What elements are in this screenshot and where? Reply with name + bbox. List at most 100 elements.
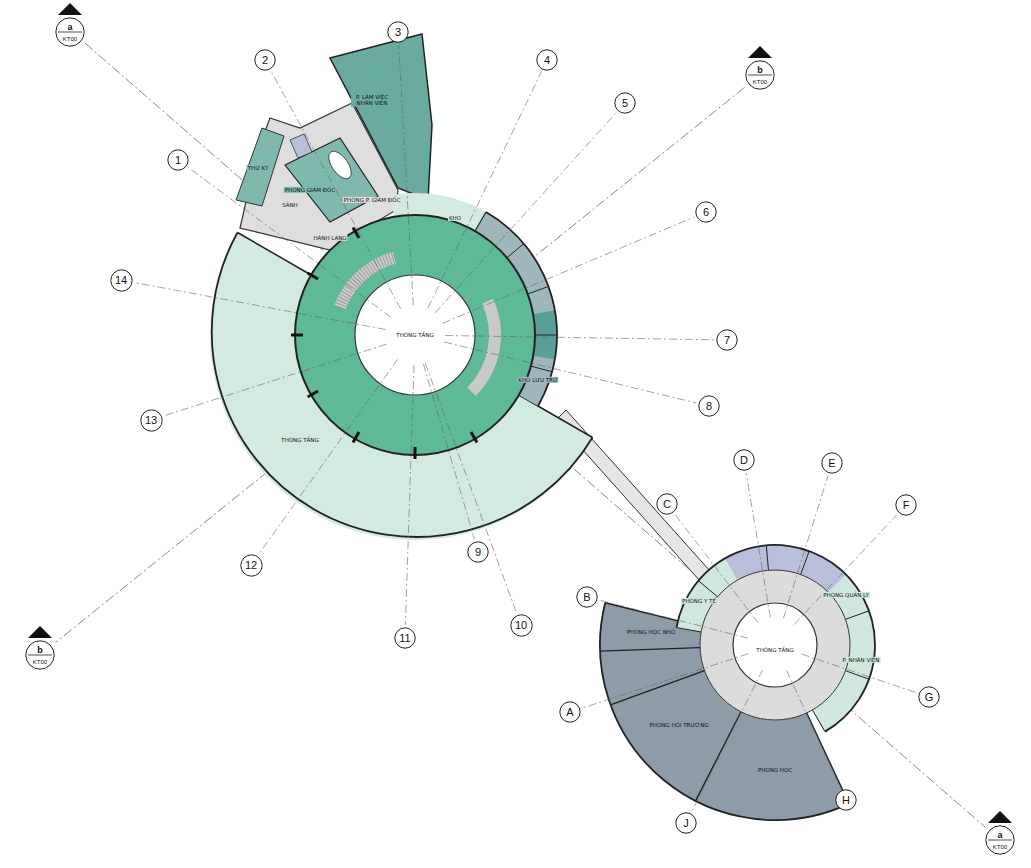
callout-number: 9 bbox=[475, 547, 481, 558]
grid-bubble: F bbox=[895, 494, 917, 516]
room-label-anchor: PHÒNG HỘI TRƯỜNG bbox=[648, 722, 709, 728]
grid-bubble: 14 bbox=[110, 269, 133, 292]
sheet-number: KT00 bbox=[63, 36, 77, 42]
outline bbox=[537, 50, 557, 70]
room-label-anchor: SẢNH bbox=[281, 202, 299, 208]
callout-number: 5 bbox=[622, 98, 628, 109]
grid-bubble: J bbox=[675, 812, 697, 834]
marker-divider bbox=[988, 840, 1012, 841]
grid-bubble: 6 bbox=[695, 201, 717, 223]
callout-number: D bbox=[740, 455, 748, 466]
room-label-anchor: THƯ KÝ bbox=[247, 165, 270, 171]
outline bbox=[699, 396, 719, 416]
section-letter: b bbox=[757, 66, 763, 75]
outline bbox=[696, 202, 716, 222]
outline bbox=[56, 18, 84, 46]
callout-number: 4 bbox=[544, 55, 550, 66]
room-label-anchor: THÔNG TẦNG bbox=[395, 332, 434, 338]
callout-number: 2 bbox=[262, 55, 268, 66]
room-label: THÔNG TẦNG bbox=[280, 437, 319, 443]
outline bbox=[388, 22, 408, 42]
section-marker: bKT00 bbox=[745, 60, 775, 90]
outline bbox=[986, 826, 1014, 854]
room-label: PHÒNG HỌC NHỎ bbox=[626, 629, 677, 635]
grid-bubble: 13 bbox=[140, 409, 163, 432]
callout-number: A bbox=[566, 707, 573, 718]
room-label: PHÒNG HỘI TRƯỜNG bbox=[648, 722, 709, 728]
room-label: PHÒNG Y TẾ bbox=[681, 598, 717, 604]
sheet-number: KT00 bbox=[993, 844, 1007, 850]
callout-number: 12 bbox=[245, 560, 257, 571]
room-label-anchor: PHÒNG GIÁM ĐỐC bbox=[284, 187, 336, 193]
room-label: P. LÀM VIỆC NHÂN VIÊN bbox=[351, 94, 393, 107]
grid-bubble: B bbox=[576, 586, 598, 608]
grid-bubble: 2 bbox=[254, 49, 276, 71]
grid-bubble: 4 bbox=[536, 49, 558, 71]
callout-number: 6 bbox=[703, 207, 709, 218]
room-label: PHÒNG P. GIÁM ĐỐC bbox=[343, 197, 401, 203]
section-marker: aKT00 bbox=[55, 17, 85, 47]
room-label-anchor: PHÒNG HỌC bbox=[757, 767, 793, 773]
marker-circle bbox=[985, 825, 1015, 855]
grid-bubble: 7 bbox=[716, 329, 738, 351]
callout-number: 8 bbox=[706, 401, 712, 412]
callout-number: F bbox=[903, 500, 910, 511]
section-marker: bKT00 bbox=[25, 640, 55, 670]
grid-bubble: E bbox=[821, 452, 843, 474]
outline bbox=[822, 453, 842, 473]
grid-bubble: 10 bbox=[510, 614, 533, 637]
grid-bubble: D bbox=[733, 449, 755, 471]
outline bbox=[510, 614, 531, 635]
grid-bubble: A bbox=[559, 701, 581, 723]
grid-bubble: 11 bbox=[394, 627, 416, 649]
section-marker: aKT00 bbox=[985, 825, 1015, 855]
room-label: PHÒNG HỌC bbox=[757, 767, 793, 773]
marker-circle bbox=[25, 640, 55, 670]
room-label: THƯ KÝ bbox=[247, 165, 270, 171]
callout-number: H bbox=[842, 795, 850, 806]
marker-divider bbox=[28, 655, 52, 656]
sheet-number: KT00 bbox=[753, 79, 767, 85]
room-label: KHO LƯU TRỮ bbox=[517, 377, 558, 383]
outline bbox=[615, 93, 635, 113]
outline bbox=[734, 450, 754, 470]
callout-number: 3 bbox=[395, 27, 401, 38]
outline bbox=[26, 641, 54, 669]
room-label: THÔNG TẦNG bbox=[395, 332, 434, 338]
marker-circle bbox=[745, 60, 775, 90]
callout-number: B bbox=[583, 592, 590, 603]
grid-bubble: 9 bbox=[467, 541, 489, 563]
outline bbox=[560, 702, 580, 722]
grid-bubble: C bbox=[656, 493, 678, 515]
callout-number: 1 bbox=[175, 155, 181, 166]
outline bbox=[896, 495, 916, 515]
outline bbox=[577, 587, 597, 607]
room-label-anchor: P. NHÂN VIÊN bbox=[842, 657, 881, 663]
section-letter: a bbox=[67, 23, 72, 32]
grid-bubble: 5 bbox=[614, 92, 636, 114]
grid-bubble: 3 bbox=[387, 21, 409, 43]
grid-bubble: 8 bbox=[698, 395, 720, 417]
outline bbox=[468, 542, 488, 562]
outline bbox=[746, 61, 774, 89]
outline bbox=[919, 687, 939, 707]
outline bbox=[676, 813, 696, 833]
callout-number: 11 bbox=[399, 633, 410, 644]
room-label-anchor: PHÒNG P. GIÁM ĐỐC bbox=[343, 197, 401, 203]
marker-circle bbox=[55, 17, 85, 47]
callout-number: 10 bbox=[515, 620, 527, 631]
outline bbox=[240, 554, 261, 575]
outline bbox=[836, 790, 856, 810]
grid-bubble: 1 bbox=[167, 149, 189, 171]
room-label: HÀNH LANG bbox=[312, 235, 347, 241]
callout-number: 7 bbox=[724, 335, 730, 346]
room-label-anchor: THÔNG TẦNG bbox=[280, 437, 319, 443]
room-label-anchor: PHÒNG Y TẾ bbox=[681, 598, 717, 604]
room-label: PHÒNG QUẢN LÝ bbox=[822, 592, 870, 598]
room-label-anchor: PHÒNG QUẢN LÝ bbox=[822, 592, 870, 598]
callout-number: E bbox=[828, 458, 835, 469]
outline bbox=[657, 494, 677, 514]
